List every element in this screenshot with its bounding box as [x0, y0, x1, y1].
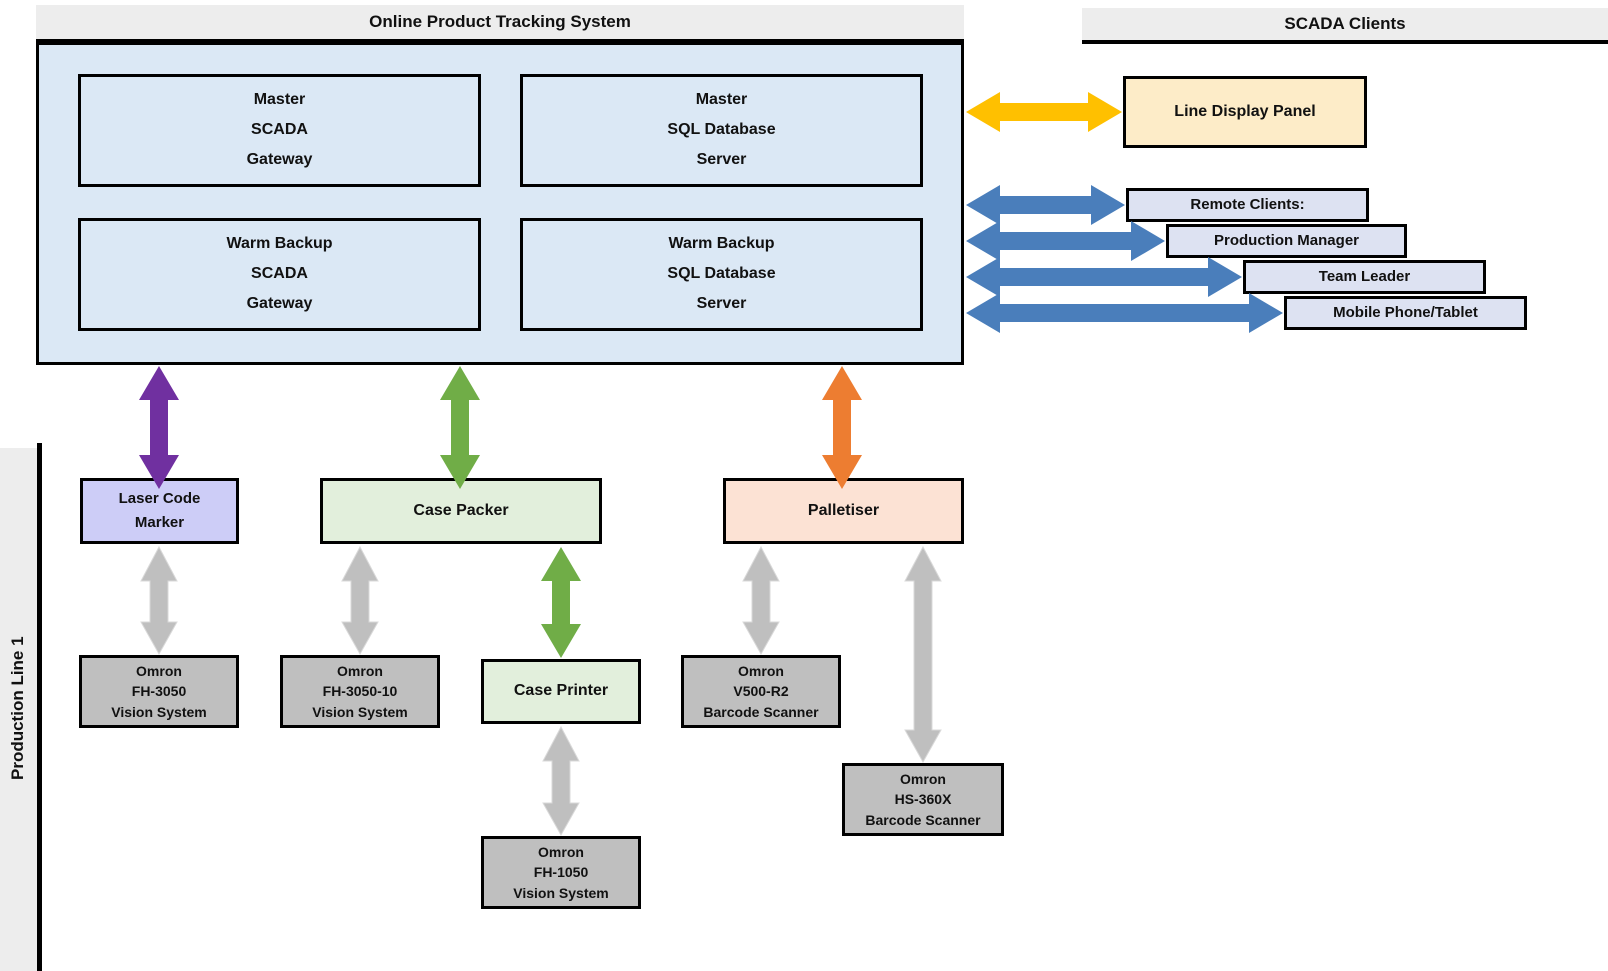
master-scada-gateway-line1: Master [253, 91, 306, 109]
omron-fh3050-line3: Vision System [111, 703, 207, 720]
omron-fh1050-line3: Vision System [513, 884, 609, 901]
omron-hs360x-line1: Omron [900, 770, 946, 787]
omron-v500r2-box[interactable]: Omron V500-R2 Barcode Scanner [681, 655, 841, 728]
arrow-casepacker-to-fh3050-10 [341, 545, 379, 656]
case-printer-box[interactable]: Case Printer [481, 659, 641, 724]
backup-scada-gateway-line3: Gateway [246, 294, 313, 312]
backup-scada-gateway-line2: SCADA [251, 265, 308, 283]
production-line-divider [37, 443, 42, 971]
team-leader-box[interactable]: Team Leader [1243, 260, 1486, 294]
arrow-laser-to-fh3050 [140, 545, 178, 656]
laser-code-marker-box[interactable]: Laser Code Marker [80, 478, 239, 544]
production-manager-label: Production Manager [1213, 232, 1359, 250]
arrow-production-manager [966, 221, 1165, 261]
case-packer-label: Case Packer [413, 501, 509, 519]
master-sql-server-line1: Master [695, 91, 748, 109]
mobile-phone-tablet-label: Mobile Phone/Tablet [1333, 304, 1478, 322]
omron-fh1050-line2: FH-1050 [533, 864, 589, 881]
backup-sql-server-line2: SQL Database [667, 265, 776, 283]
tracking-system-header: Online Product Tracking System [36, 5, 964, 43]
backup-sql-server-box[interactable]: Warm Backup SQL Database Server [520, 218, 923, 331]
arrow-remote-clients [966, 185, 1125, 225]
master-scada-gateway-line3: Gateway [246, 150, 313, 168]
arrow-laser-code-marker [139, 366, 179, 489]
line-display-panel-box[interactable]: Line Display Panel [1123, 76, 1367, 148]
omron-fh1050-line1: Omron [538, 843, 584, 860]
case-printer-label: Case Printer [513, 682, 609, 700]
case-packer-box[interactable]: Case Packer [320, 478, 602, 544]
arrow-team-leader [966, 257, 1242, 297]
omron-hs360x-box[interactable]: Omron HS-360X Barcode Scanner [842, 763, 1004, 836]
omron-hs360x-line2: HS-360X [894, 791, 952, 808]
arrow-palletiser-to-v500r2 [742, 545, 780, 656]
omron-fh3050-10-box[interactable]: Omron FH-3050-10 Vision System [280, 655, 440, 728]
arrow-mobile-phone-tablet [966, 293, 1283, 333]
remote-clients-label: Remote Clients: [1190, 196, 1305, 214]
arrow-case-packer [440, 366, 480, 489]
laser-code-marker-line1: Laser Code [118, 490, 201, 508]
team-leader-label: Team Leader [1318, 268, 1411, 286]
arrow-palletiser [822, 366, 862, 489]
production-line-strip [0, 448, 37, 971]
master-sql-server-box[interactable]: Master SQL Database Server [520, 74, 923, 187]
scada-clients-header-label: SCADA Clients [1284, 14, 1406, 33]
backup-scada-gateway-line1: Warm Backup [226, 235, 333, 253]
scada-clients-header: SCADA Clients [1082, 8, 1608, 44]
tracking-system-header-label: Online Product Tracking System [369, 12, 631, 31]
omron-hs360x-line3: Barcode Scanner [865, 811, 981, 828]
master-scada-gateway-line2: SCADA [251, 121, 308, 139]
omron-fh1050-box[interactable]: Omron FH-1050 Vision System [481, 836, 641, 909]
omron-fh3050-10-line1: Omron [337, 662, 383, 679]
omron-v500r2-line2: V500-R2 [733, 683, 789, 700]
omron-fh3050-line2: FH-3050 [131, 683, 187, 700]
laser-code-marker-line2: Marker [134, 514, 185, 531]
omron-fh3050-10-line2: FH-3050-10 [322, 683, 398, 700]
omron-fh3050-10-line3: Vision System [312, 703, 408, 720]
backup-sql-server-line3: Server [696, 294, 747, 312]
arrow-line-display-panel [966, 92, 1122, 132]
palletiser-label: Palletiser [807, 501, 880, 519]
omron-fh3050-box[interactable]: Omron FH-3050 Vision System [79, 655, 239, 728]
backup-sql-server-line1: Warm Backup [668, 235, 775, 253]
omron-fh3050-line1: Omron [136, 662, 182, 679]
omron-v500r2-line3: Barcode Scanner [703, 703, 819, 720]
arrow-casepacker-to-caseprinter [541, 547, 581, 658]
production-line-label: Production Line 1 [8, 636, 27, 780]
master-scada-gateway-box[interactable]: Master SCADA Gateway [78, 74, 481, 187]
arrow-palletiser-to-hs360x [904, 545, 942, 764]
production-manager-box[interactable]: Production Manager [1166, 224, 1407, 258]
palletiser-box[interactable]: Palletiser [723, 478, 964, 544]
line-display-panel-label: Line Display Panel [1174, 102, 1316, 120]
omron-v500r2-line1: Omron [738, 662, 784, 679]
remote-clients-box[interactable]: Remote Clients: [1126, 188, 1369, 222]
arrow-caseprinter-to-fh1050 [542, 725, 580, 837]
master-sql-server-line3: Server [696, 150, 747, 168]
backup-scada-gateway-box[interactable]: Warm Backup SCADA Gateway [78, 218, 481, 331]
mobile-phone-tablet-box[interactable]: Mobile Phone/Tablet [1284, 296, 1527, 330]
master-sql-server-line2: SQL Database [667, 121, 776, 139]
